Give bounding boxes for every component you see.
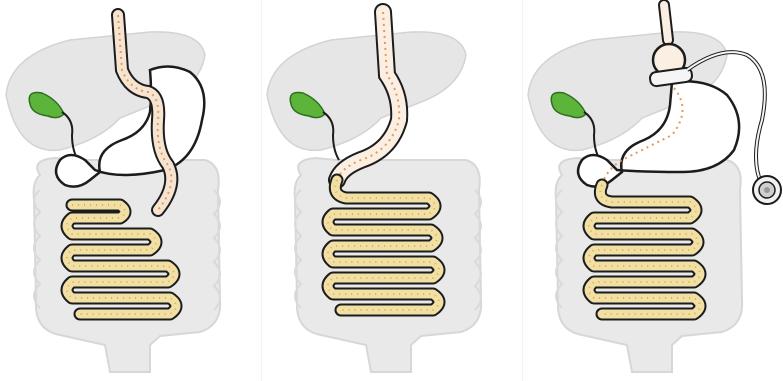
gastric-band-panel [522,0,783,381]
access-port-icon [753,176,781,204]
liver-shape [267,32,466,151]
gastric-bypass-panel [0,0,261,381]
sleeve-gastrectomy-panel [261,0,522,381]
small-intestine-loops [589,185,700,314]
small-intestine-loops [328,180,439,310]
